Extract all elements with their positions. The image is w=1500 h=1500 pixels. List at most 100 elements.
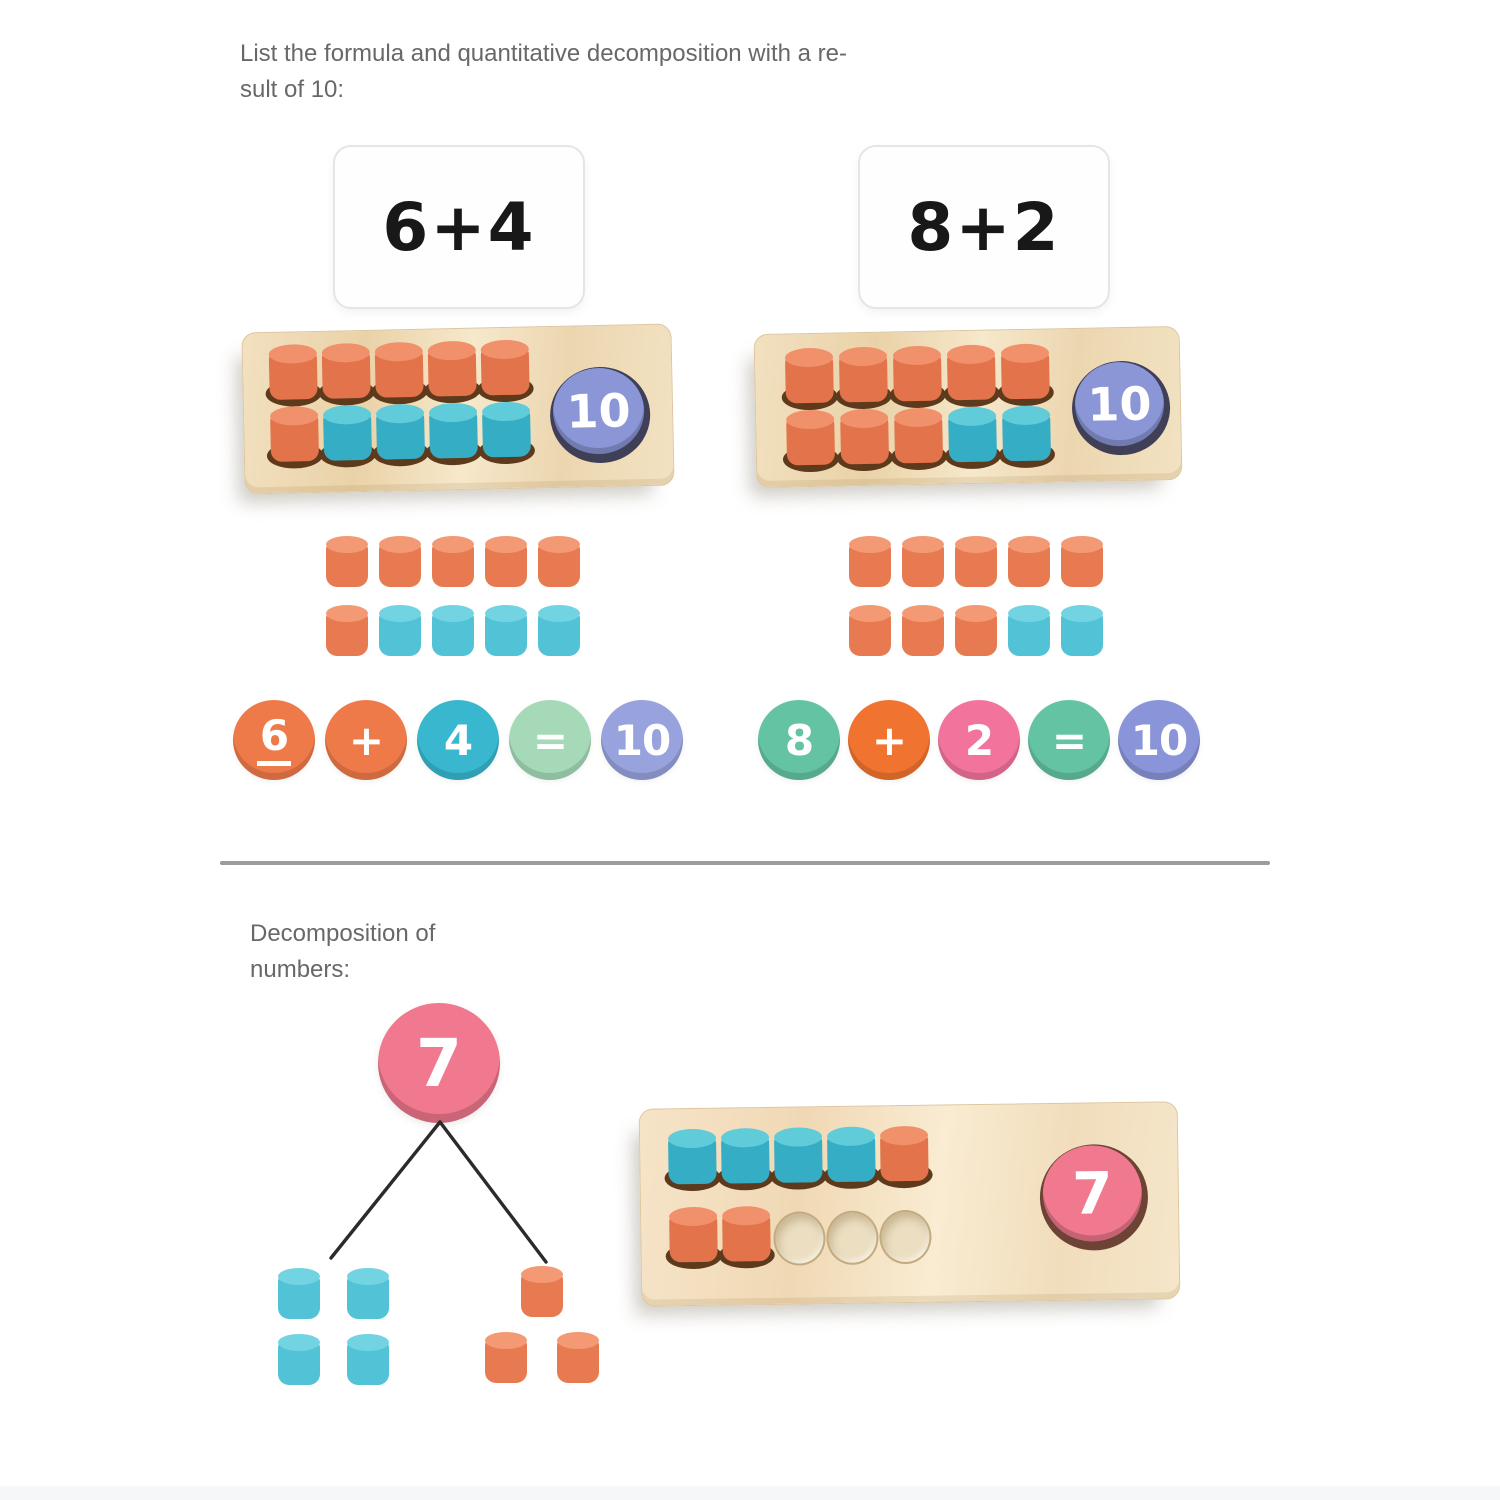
equation-disc-+: + xyxy=(848,700,930,780)
cylinder-top xyxy=(902,536,944,553)
teal-cylinder xyxy=(347,1268,389,1320)
cylinder-top xyxy=(521,1266,563,1283)
cylinder-top xyxy=(849,605,891,622)
instruction-heading: List the formula and quantitative decomp… xyxy=(240,36,847,108)
orange-cylinder xyxy=(432,536,474,588)
teal-cylinder xyxy=(485,605,527,657)
equation-disc-label: 4 xyxy=(443,715,473,765)
cylinder-top xyxy=(321,342,370,363)
cylinder-top xyxy=(669,1206,718,1227)
cylinder-top xyxy=(326,536,368,553)
orange-cylinder xyxy=(326,605,368,657)
cylinder-top xyxy=(786,409,835,430)
equation-disc-label: = xyxy=(1051,715,1087,765)
teal-cylinder xyxy=(322,404,372,464)
orange-cylinder xyxy=(326,536,368,588)
decomposition-heading: Decomposition of numbers: xyxy=(250,916,435,988)
cylinder-top xyxy=(826,1126,876,1147)
equation-disc-2: 2 xyxy=(938,700,1020,780)
cylinder-top xyxy=(840,408,889,429)
empty-hole xyxy=(828,1204,877,1263)
equation-8-plus-2-equals-10: 8 +2 = 10 xyxy=(758,700,1200,780)
equation-disc-label: + xyxy=(871,715,907,765)
board-peg-row-top xyxy=(268,339,530,403)
loose-cylinders-row xyxy=(849,605,1103,657)
equation-disc-label: 10 xyxy=(1130,715,1188,765)
bottom-strip xyxy=(0,1486,1500,1500)
equation-disc-6: 6 xyxy=(233,700,315,780)
board-peg-row-bottom xyxy=(269,401,531,464)
orange-cylinder xyxy=(946,344,996,403)
cylinder-top xyxy=(892,345,942,366)
cylinder-top xyxy=(485,605,527,622)
trio-top-cylinder xyxy=(521,1266,563,1318)
cylinder-top xyxy=(485,1332,527,1349)
loose-cylinders-row xyxy=(849,536,1103,588)
cylinder-top xyxy=(948,406,997,427)
cylinder-top xyxy=(379,536,421,553)
orange-cylinder xyxy=(268,343,318,403)
cylinder-top xyxy=(485,536,527,553)
teal-cylinder xyxy=(538,605,580,657)
empty-hole xyxy=(775,1205,824,1264)
teal-cylinder xyxy=(347,1334,389,1386)
flashcard-label: 6+4 xyxy=(382,188,536,266)
orange-cylinder xyxy=(374,341,424,401)
cylinder-top xyxy=(427,340,476,361)
teal-cylinder xyxy=(948,406,997,465)
equation-disc-=: = xyxy=(1028,700,1110,780)
cylinder-top xyxy=(946,344,996,365)
cylinder-top xyxy=(1008,605,1050,622)
cylinder-top xyxy=(773,1127,823,1147)
teal-cylinder xyxy=(379,605,421,657)
trio-bottom-cylinders xyxy=(485,1332,599,1384)
teal-cylinder xyxy=(826,1126,876,1185)
loose-cylinders-row xyxy=(326,536,580,588)
number-7-disc: 7 xyxy=(378,1003,500,1123)
teal-cylinder xyxy=(667,1128,717,1188)
teal-cylinder xyxy=(481,401,531,460)
orange-cylinder xyxy=(521,1266,563,1318)
result-disc-10: 10 xyxy=(552,367,645,455)
cylinder-top xyxy=(667,1128,717,1149)
teal-cylinder xyxy=(1001,405,1051,464)
equation-disc-8: 8 xyxy=(758,700,840,780)
cylinder-top xyxy=(428,402,478,423)
result-recess: 10 xyxy=(549,365,652,465)
flashcard-8-plus-2: 8+2 xyxy=(858,145,1110,309)
orange-cylinder xyxy=(786,409,835,469)
cylinder-top xyxy=(538,536,580,553)
teal-cylinder xyxy=(278,1268,320,1320)
orange-cylinder xyxy=(838,346,888,406)
cylinder-top xyxy=(375,403,425,424)
board-peg-row-top xyxy=(667,1125,929,1188)
teal-cylinder xyxy=(720,1127,770,1187)
loose-cylinders-row xyxy=(326,605,580,657)
equation-disc-+: + xyxy=(325,700,407,780)
decomposition-left-group-4-teal xyxy=(278,1268,389,1386)
cylinder-top xyxy=(374,341,423,362)
equation-disc-4: 4 xyxy=(417,700,499,780)
cylinder-top xyxy=(278,1268,320,1285)
cylinder-top xyxy=(894,407,943,428)
cylinder-top xyxy=(347,1334,389,1351)
equation-disc-label: + xyxy=(348,715,384,765)
cylinder-top xyxy=(278,1334,320,1351)
cylinder-top xyxy=(849,536,891,553)
cylinder-top xyxy=(1061,605,1103,622)
cylinder-top xyxy=(379,605,421,622)
divider-line xyxy=(220,861,1270,865)
cylinder-top xyxy=(722,1205,771,1226)
counting-board-6-plus-4: 10 xyxy=(241,323,675,495)
result-disc-7: 7 xyxy=(1042,1144,1143,1243)
cylinder-top xyxy=(269,405,319,426)
decomposition-line-2: numbers: xyxy=(250,956,351,983)
cylinder-top xyxy=(322,404,372,425)
teal-cylinder xyxy=(375,403,425,463)
cylinder-top xyxy=(557,1332,599,1349)
cylinder-top xyxy=(1061,536,1103,553)
instruction-line-2: sult of 10: xyxy=(240,76,345,103)
equation-disc-10: 10 xyxy=(1118,700,1200,780)
equation-disc-=: = xyxy=(509,700,591,780)
orange-cylinder xyxy=(538,536,580,588)
